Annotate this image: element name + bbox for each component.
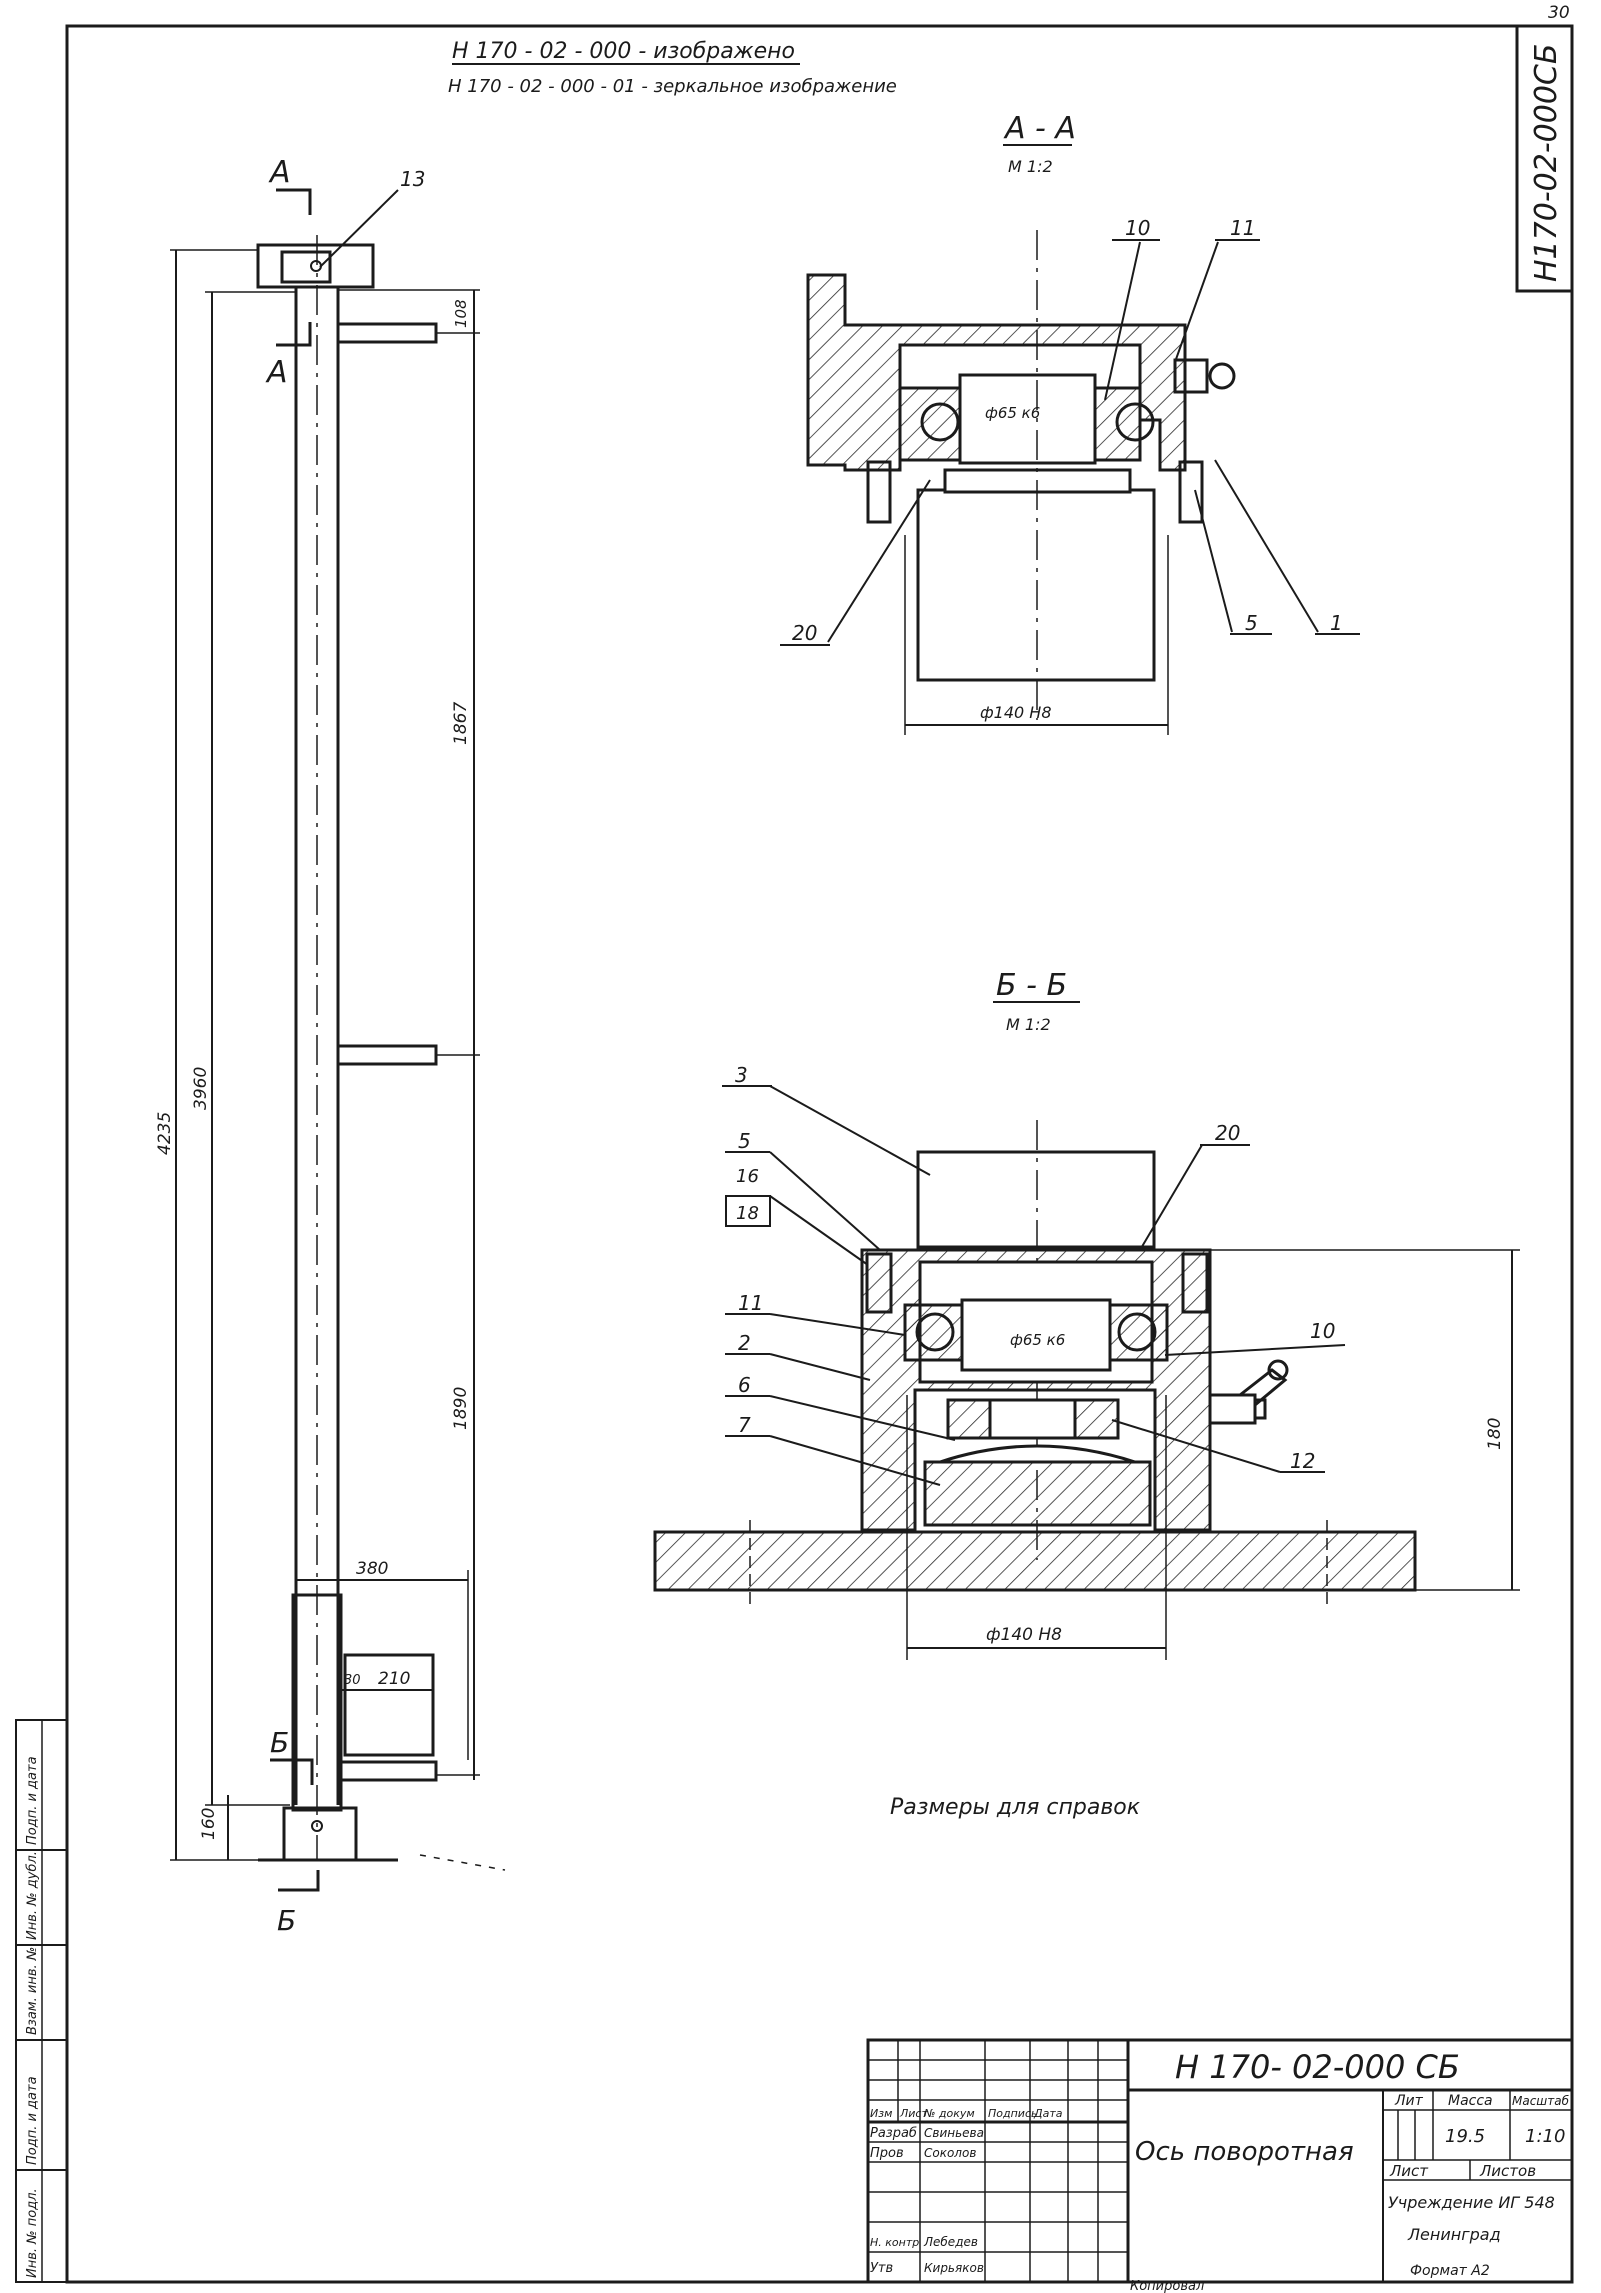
tb-name-app: Кирьяков bbox=[924, 2261, 984, 2275]
cut-b-top: Б bbox=[270, 1726, 289, 1759]
left-stamp: Подп. и дата Инв. № дубл. Взам. инв. № П… bbox=[15, 1719, 68, 2283]
tb-row-doc: № докум bbox=[923, 2107, 975, 2120]
tb-role-tcontrol: Н. контр bbox=[870, 2236, 919, 2249]
dim-108: 108 bbox=[452, 299, 470, 328]
dim-160-left: 160 bbox=[199, 1808, 219, 1840]
tb-role-dev: Разраб bbox=[870, 2126, 917, 2141]
tb-role-check: Пров bbox=[870, 2146, 904, 2161]
dim-210: 210 bbox=[378, 1669, 410, 1689]
tb-row-sign: Подпись bbox=[988, 2107, 1037, 2120]
sheet-frame bbox=[65, 24, 1574, 2284]
bb-callout-10: 10 bbox=[1310, 1319, 1335, 1343]
bb-callout-11: 11 bbox=[738, 1291, 763, 1315]
title-city: Ленинград bbox=[1407, 2225, 1501, 2244]
title-block: Н 170- 02-000 СБ Ось поворотная Лит Масс… bbox=[866, 2038, 1574, 2293]
left-stamp-1: Подп. и дата bbox=[25, 1756, 40, 1845]
title-col-lit: Лит bbox=[1394, 2093, 1424, 2109]
dim-4235: 4235 bbox=[155, 1112, 175, 1155]
header-line-1: Н 170 - 02 - 000 - изображено bbox=[452, 39, 795, 64]
dim-3960: 3960 bbox=[191, 1067, 211, 1110]
reference-note: Размеры для справок bbox=[890, 1795, 1141, 1820]
callout-13: 13 bbox=[400, 167, 425, 191]
title-format: Формат А2 bbox=[1410, 2263, 1490, 2279]
tb-name-tc: Лебедев bbox=[923, 2235, 978, 2249]
bb-fit-bore: ф140 Н8 bbox=[986, 1625, 1062, 1645]
aa-callout-10: 10 bbox=[1125, 216, 1150, 240]
aa-callout-5: 5 bbox=[1245, 611, 1258, 635]
aa-scale: М 1:2 bbox=[1008, 157, 1053, 176]
title-scale: 1:10 bbox=[1525, 2126, 1565, 2147]
tb-role-approve: Утв bbox=[870, 2261, 893, 2276]
bb-scale: М 1:2 bbox=[1006, 1015, 1051, 1034]
bb-callout-6: 6 bbox=[738, 1373, 751, 1397]
tb-name-check: Соколов bbox=[924, 2146, 976, 2160]
bb-callout-12: 12 bbox=[1290, 1449, 1315, 1473]
aa-fit-bore: ф140 Н8 bbox=[980, 703, 1052, 722]
cut-a-top: А bbox=[268, 155, 291, 190]
bb-fit-shaft: ф65 к6 bbox=[1010, 1331, 1065, 1349]
left-stamp-2: Инв. № дубл. bbox=[25, 1851, 40, 1940]
bb-callout-16: 16 bbox=[736, 1166, 759, 1187]
stamp-code-vertical: Н170-02-000СБ bbox=[1529, 44, 1564, 282]
tb-row-date: Дата bbox=[1033, 2107, 1063, 2120]
title-organization: Учреждение ИГ 548 bbox=[1388, 2193, 1555, 2212]
dim-180: 180 bbox=[1485, 1418, 1505, 1450]
bb-callout-7: 7 bbox=[738, 1413, 751, 1437]
tb-row-list: Лист bbox=[899, 2107, 928, 2120]
cut-a-bottom: А bbox=[265, 355, 288, 390]
dim-30: 30 bbox=[344, 1673, 361, 1688]
left-stamp-4: Подп. и дата bbox=[25, 2076, 40, 2165]
title-mass: 19.5 bbox=[1445, 2126, 1485, 2147]
bb-callout-3: 3 bbox=[735, 1063, 748, 1087]
stamp-code-box bbox=[1515, 24, 1574, 293]
title-col-mass: Масса bbox=[1448, 2093, 1493, 2109]
title-sheets-label: Листов bbox=[1479, 2162, 1536, 2180]
cut-b-bottom: Б bbox=[277, 1904, 296, 1937]
dim-1867: 1867 bbox=[451, 702, 471, 745]
dim-380: 380 bbox=[356, 1559, 388, 1579]
title-name: Ось поворотная bbox=[1135, 2137, 1354, 2167]
left-stamp-5: Инв. № подл. bbox=[25, 2188, 40, 2278]
bb-callout-20: 20 bbox=[1215, 1121, 1240, 1145]
section-bb: Б - Б М 1:2 ф65 к6 ф140 Н8 bbox=[653, 968, 1520, 1660]
tb-row-izm: Изм bbox=[870, 2107, 892, 2120]
section-aa: А - А М 1:2 ф65 к6 ф140 Н8 10 11 20 5 bbox=[780, 111, 1360, 735]
sheet-number: 30 bbox=[1548, 3, 1570, 23]
title-sheet-label: Лист bbox=[1389, 2162, 1429, 2180]
title-col-scale: Масштаб bbox=[1512, 2094, 1570, 2108]
aa-callout-11: 11 bbox=[1230, 216, 1255, 240]
left-stamp-3: Взам. инв. № bbox=[25, 1947, 40, 2035]
tb-copied: Копировал bbox=[1130, 2279, 1204, 2293]
axle-elevation: А А 13 Б Б 4235 bbox=[155, 155, 506, 1937]
title-designation: Н 170- 02-000 СБ bbox=[1175, 2048, 1460, 2086]
tb-name-dev: Свиньева bbox=[924, 2126, 984, 2140]
bb-callout-5: 5 bbox=[738, 1129, 751, 1153]
aa-callout-20: 20 bbox=[792, 621, 817, 645]
bb-callout-18: 18 bbox=[736, 1203, 759, 1224]
aa-title: А - А bbox=[1003, 111, 1076, 146]
bb-callout-2: 2 bbox=[738, 1331, 751, 1355]
aa-fit-shaft: ф65 к6 bbox=[985, 404, 1040, 422]
aa-callout-1: 1 bbox=[1330, 611, 1343, 635]
bb-title: Б - Б bbox=[996, 968, 1067, 1003]
header-line-2: Н 170 - 02 - 000 - 01 - зеркальное изобр… bbox=[448, 76, 897, 97]
dim-1890: 1890 bbox=[451, 1387, 471, 1430]
